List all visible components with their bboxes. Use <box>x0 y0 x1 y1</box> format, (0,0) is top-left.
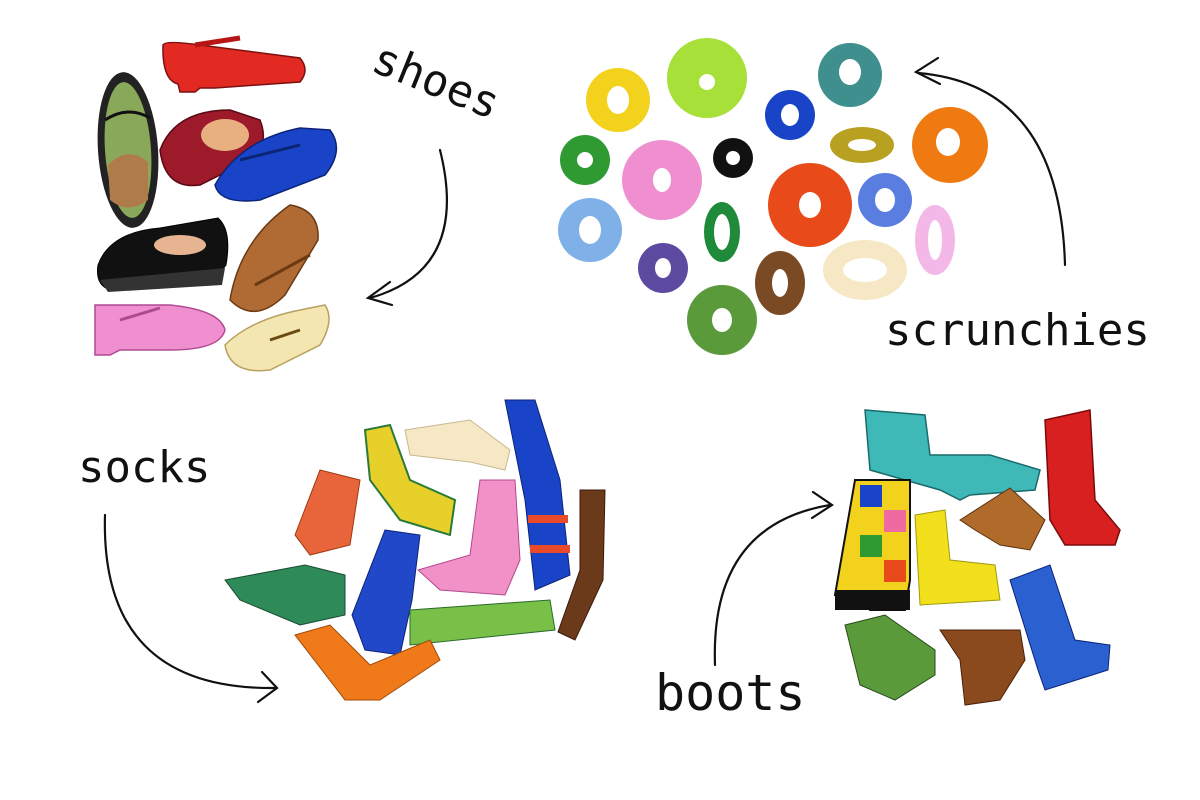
green-short-sock <box>224 564 346 626</box>
burgundy-mary-jane-shoe <box>159 109 265 187</box>
socks-arrowhead <box>256 670 279 704</box>
blue-striped-boot <box>1009 564 1111 691</box>
shoes-arrow <box>368 148 448 300</box>
blue-scrunchie <box>765 90 815 140</box>
black-dotted-scrunchie <box>713 138 753 178</box>
patchwork-platform-boot <box>833 479 911 611</box>
socks-label: socks <box>78 442 210 493</box>
turquoise-cowboy-boot <box>864 409 1041 501</box>
olive-sandal-shoe <box>97 72 159 228</box>
green-scrunchie <box>560 135 610 185</box>
scrunchies-arrow <box>916 71 1067 267</box>
brown-scrunchie <box>755 251 805 315</box>
cobalt-mary-jane-shoe <box>214 127 338 202</box>
olive-green-scrunchie <box>687 285 757 355</box>
scrunchies-group <box>558 38 988 355</box>
scrunchies-arrowhead <box>913 56 942 86</box>
boots-label: boots <box>655 664 806 722</box>
yellow-scrunchie <box>586 68 650 132</box>
boots-group <box>833 409 1121 706</box>
orange-striped-sock <box>294 469 361 556</box>
shoes-group <box>94 35 338 372</box>
green-ankle-boot <box>844 614 936 701</box>
sock-stripe-red-2 <box>530 545 570 553</box>
socks-group <box>224 399 606 701</box>
cream-sock <box>404 419 511 471</box>
light-pink-scrunchie <box>915 205 955 275</box>
red-cowboy-boot <box>1044 409 1121 546</box>
red-flat-shoe <box>162 35 306 93</box>
yellow-green-sock <box>363 423 457 537</box>
tan-mary-jane-shoe <box>229 204 319 313</box>
pink-scrunchie <box>622 140 702 220</box>
boots-arrow <box>713 503 832 667</box>
scrunchies-label: scrunchies <box>885 305 1150 356</box>
periwinkle-scrunchie <box>858 173 912 227</box>
mustard-scrunchie <box>830 127 894 163</box>
shoes-arrowhead <box>365 280 394 307</box>
yellow-rain-boot <box>914 509 1001 606</box>
pink-heart-sock <box>417 479 521 596</box>
socks-arrow <box>103 513 277 690</box>
arrows-group <box>103 56 1067 704</box>
red-orange-scrunchie <box>768 163 852 247</box>
green-beaded-scrunchie <box>704 202 740 262</box>
teal-scrunchie <box>818 43 882 107</box>
brown-long-sock <box>557 489 606 641</box>
black-platform-shoe <box>97 217 229 292</box>
orange-sock <box>294 624 441 701</box>
boots-arrowhead <box>810 490 834 520</box>
cream-flat-shoe <box>224 304 330 372</box>
brown-suede-boot <box>939 629 1026 706</box>
blue-long-sock <box>504 399 571 591</box>
orange-scrunchie <box>912 107 988 183</box>
sock-stripe-red-1 <box>528 515 568 523</box>
lime-flower-scrunchie <box>667 38 747 118</box>
green-striped-sock <box>409 599 556 646</box>
purple-scrunchie <box>638 243 688 293</box>
cream-scrunchie <box>823 240 907 300</box>
pink-mary-jane-shoe <box>94 304 226 356</box>
brown-ankle-boot <box>959 487 1046 551</box>
sky-scrunchie <box>558 198 622 262</box>
